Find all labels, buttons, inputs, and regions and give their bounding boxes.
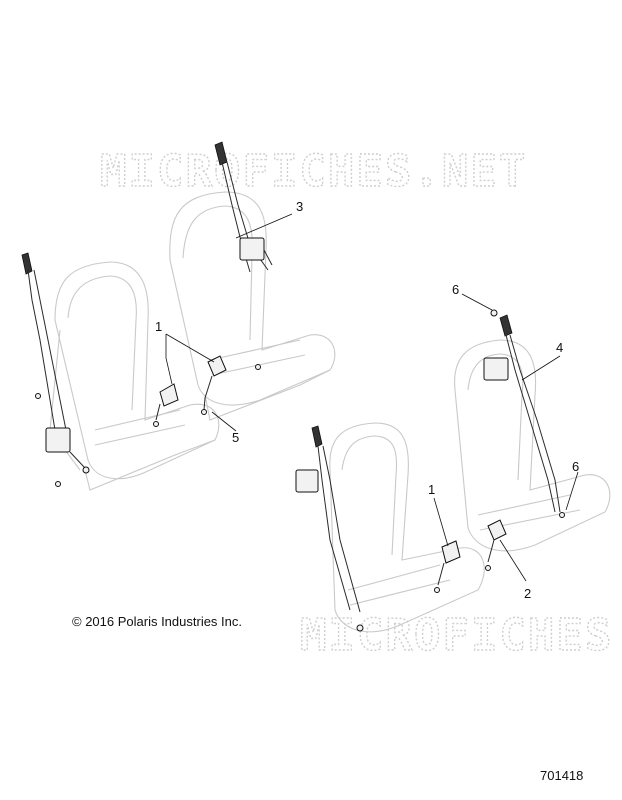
callout-6-lower: 6 [572, 459, 579, 474]
callout-4: 4 [556, 340, 563, 355]
seat-right [454, 339, 611, 552]
belt-assembly-top-middle [201, 141, 273, 415]
callout-3: 3 [296, 199, 303, 214]
leader-lines [165, 213, 579, 582]
callout-1-upper: 1 [155, 319, 162, 334]
callout-2: 2 [524, 586, 531, 601]
belt-assembly-bottom-middle [295, 425, 461, 632]
seat-bottom-middle [329, 422, 485, 633]
belt-assembly-right [483, 309, 565, 571]
watermark-top: MICROFICHES.NET [100, 146, 527, 197]
callout-5: 5 [232, 430, 239, 445]
seat-left [49, 261, 220, 491]
seat-top-middle [169, 191, 336, 421]
watermark-bottom: MICROFICHES.NET [300, 610, 622, 661]
callout-6-upper: 6 [452, 282, 459, 297]
figure-number: 701418 [540, 768, 584, 783]
copyright-notice: © 2016 Polaris Industries Inc. [72, 614, 242, 629]
belt-assembly-left [21, 252, 179, 487]
callout-1-lower: 1 [428, 482, 435, 497]
